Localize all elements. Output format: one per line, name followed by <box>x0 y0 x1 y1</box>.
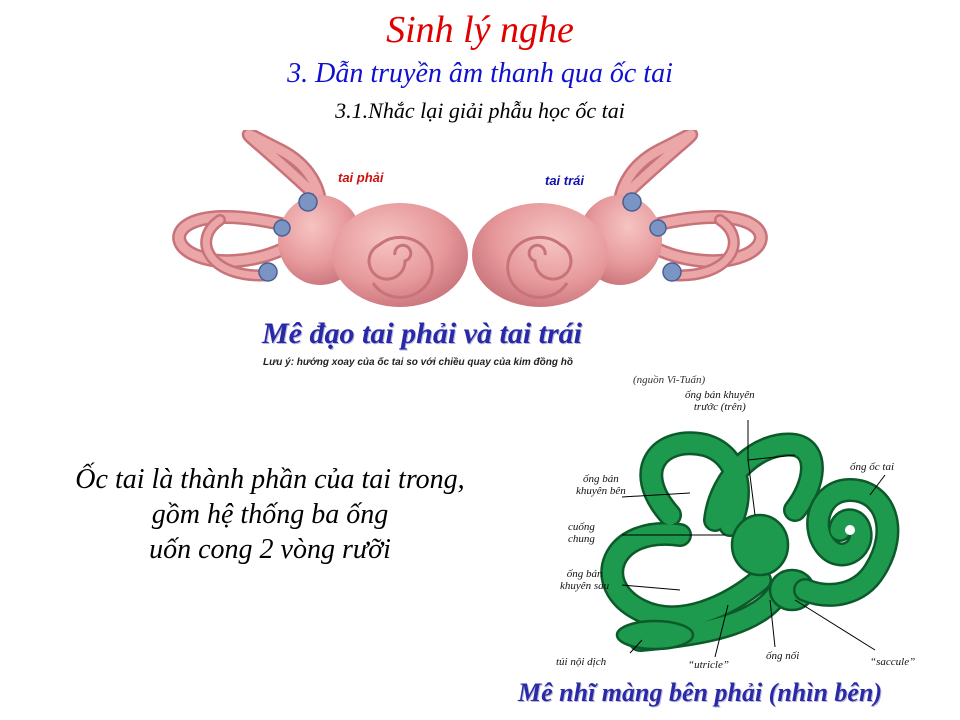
cochlear-duct-label: ống ốc tai <box>850 461 894 473</box>
posterior-canal-label: ống bán khuyên sau <box>560 568 609 592</box>
description-line-1: Ốc tai là thành phần của tai trong, <box>75 464 465 495</box>
left-ear-figure <box>472 130 768 307</box>
section-heading: 3. Dẫn truyền âm thanh qua ốc tai <box>287 58 673 89</box>
cochlea-description: Ốc tai là thành phần của tai trong, gồm … <box>20 462 520 567</box>
description-line-2: gồm hệ thống ba ống <box>151 499 389 530</box>
lateral-canal-label: ống bán khuyên bên <box>576 473 626 497</box>
common-crus-label: cuống chung <box>568 521 595 545</box>
labyrinth-caption: Mê đạo tai phải và tai trái <box>262 317 583 350</box>
lateral-canal-label-line-2: khuyên bên <box>576 485 626 497</box>
endolymphatic-sac-label: túi nội dịch <box>556 656 607 668</box>
posterior-canal-label-line-1: ống bán <box>566 568 603 580</box>
labyrinth-illustration <box>172 130 768 307</box>
anterior-canal-label-line-1: ống bán khuyên <box>685 389 755 401</box>
subsection-heading: 3.1.Nhắc lại giải phẫu học ốc tai <box>335 98 625 123</box>
rotation-note: Lưu ý: hướng xoay của ốc tai so với chiề… <box>263 357 573 368</box>
reuniens-label: ống nối <box>766 650 800 662</box>
utricle-label: “utricle” <box>688 659 729 671</box>
posterior-canal-label-line-2: khuyên sau <box>560 580 610 592</box>
right-ear-figure <box>172 130 468 307</box>
page-title: Sinh lý nghe <box>386 9 574 51</box>
left-ear-label: tai trái <box>545 173 585 188</box>
saccule-label: “saccule” <box>870 656 916 668</box>
common-crus-label-line-2: chung <box>568 533 595 545</box>
common-crus-label-line-1: cuống <box>568 521 595 533</box>
lateral-canal-label-line-1: ống bán <box>583 473 619 485</box>
membranous-labyrinth-caption: Mê nhĩ màng bên phải (nhìn bên) <box>518 678 883 707</box>
membranous-labyrinth-illustration <box>600 420 900 658</box>
right-ear-label: tai phải <box>338 170 384 185</box>
description-line-3: uốn cong 2 vòng rưỡi <box>149 534 391 565</box>
anterior-canal-label: ống bán khuyên trước (trên) <box>685 389 755 413</box>
source-credit: (nguồn Vi-Tuấn) <box>633 374 706 386</box>
anterior-canal-label-line-2: trước (trên) <box>693 401 746 413</box>
